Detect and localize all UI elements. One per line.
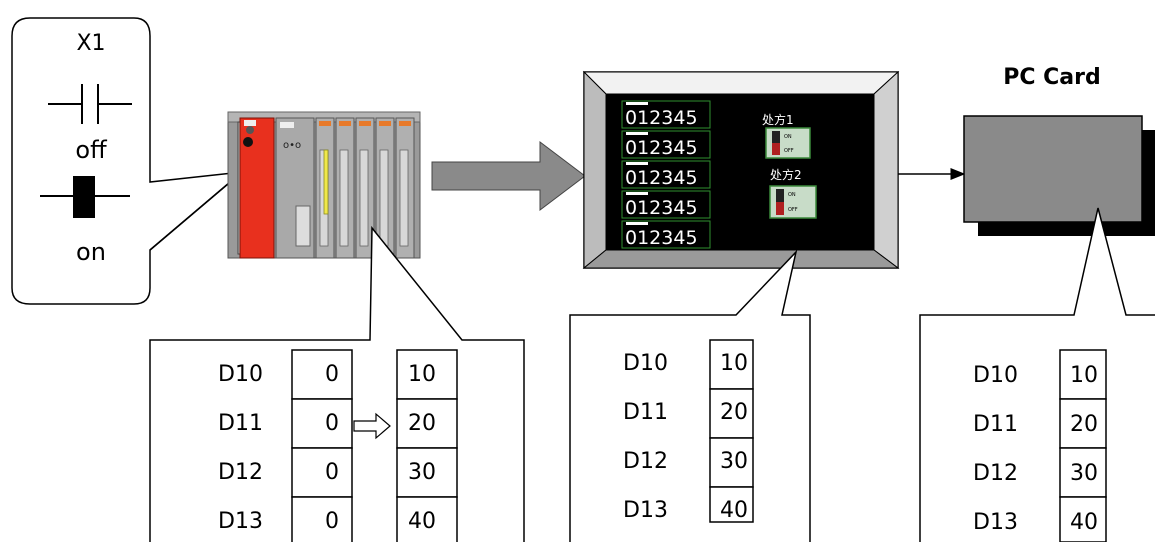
table-row-device: D12 — [973, 461, 1018, 486]
plc-before-value: 0 — [325, 362, 339, 387]
table-row-device: D10 — [218, 362, 263, 387]
hmi-table-callout — [569, 249, 811, 542]
card-value: 40 — [1070, 510, 1098, 535]
svg-text:o•o: o•o — [283, 140, 301, 151]
closed-contact-icon — [40, 176, 130, 218]
transfer-arrow-plc-to-hmi-icon — [431, 140, 586, 212]
hmi-value: 40 — [720, 498, 748, 523]
recipe-2-label: 处方2 — [770, 167, 802, 182]
numeric-display: 012345 — [625, 197, 698, 219]
plc-table: D10 D11 D12 D13 0 0 0 0 10 20 30 40 — [218, 349, 458, 542]
card-table: D10 D11 D12 D13 10 20 30 40 — [973, 349, 1107, 542]
card-table-callout — [919, 207, 1155, 542]
card-value: 10 — [1070, 363, 1098, 388]
hmi-panel — [582, 70, 900, 270]
plc-after-value: 20 — [408, 411, 436, 436]
table-row-device: D12 — [623, 449, 668, 474]
pc-card-icon — [963, 115, 1155, 236]
svg-text:ON: ON — [788, 192, 796, 198]
plc-device-labels: D10 D11 D12 D13 — [218, 362, 263, 534]
contact-address: X1 — [76, 31, 105, 56]
table-row-device: D11 — [623, 400, 668, 425]
plc-before-value: 0 — [325, 460, 339, 485]
card-value: 30 — [1070, 461, 1098, 486]
contact-on-label: on — [76, 238, 106, 266]
plc-rack-icon: o•o — [227, 111, 421, 259]
table-row-device: D11 — [973, 412, 1018, 437]
recipe-1-switch[interactable]: ON OFF — [765, 127, 811, 159]
plc-after-value: 40 — [408, 509, 436, 534]
plc-after-column — [396, 349, 458, 542]
plc-after-value: 30 — [408, 460, 436, 485]
numeric-display: 012345 — [625, 227, 698, 249]
svg-text:OFF: OFF — [788, 207, 798, 213]
transfer-arrow-icon — [353, 412, 391, 440]
card-value: 20 — [1070, 412, 1098, 437]
numeric-display: 012345 — [625, 107, 698, 129]
hmi-value: 20 — [720, 400, 748, 425]
table-row-device: D13 — [973, 510, 1018, 535]
numeric-display: 012345 — [625, 137, 698, 159]
contact-callout: X1 off on — [11, 17, 245, 305]
recipe-2-switch[interactable]: ON OFF — [769, 185, 817, 219]
table-row-device: D10 — [623, 351, 668, 376]
normally-open-contact-icon — [48, 84, 132, 124]
table-row-device: D11 — [218, 411, 263, 436]
hmi-table: D10 D11 D12 D13 10 20 30 40 — [623, 339, 754, 523]
hmi-value: 30 — [720, 449, 748, 474]
plc-before-column — [291, 349, 353, 542]
pc-card-title: PC Card — [1003, 65, 1101, 90]
hmi-value: 10 — [720, 351, 748, 376]
svg-text:ON: ON — [784, 134, 792, 140]
recipe-1-label: 处方1 — [762, 112, 794, 127]
hmi-numeric-displays: 012345 012345 012345 012345 012345 — [621, 100, 711, 249]
plc-before-value: 0 — [325, 509, 339, 534]
contact-off-label: off — [75, 136, 107, 164]
table-row-device: D10 — [973, 363, 1018, 388]
plc-before-value: 0 — [325, 411, 339, 436]
plc-after-value: 10 — [408, 362, 436, 387]
svg-text:OFF: OFF — [784, 148, 794, 154]
hmi-recipe-2: 处方2 ON OFF — [769, 167, 817, 219]
hmi-recipe-1: 处方1 ON OFF — [762, 112, 811, 159]
numeric-display: 012345 — [625, 167, 698, 189]
table-row-device: D13 — [623, 498, 668, 523]
table-row-device: D12 — [218, 460, 263, 485]
table-row-device: D13 — [218, 509, 263, 534]
hmi-screen — [605, 93, 875, 251]
